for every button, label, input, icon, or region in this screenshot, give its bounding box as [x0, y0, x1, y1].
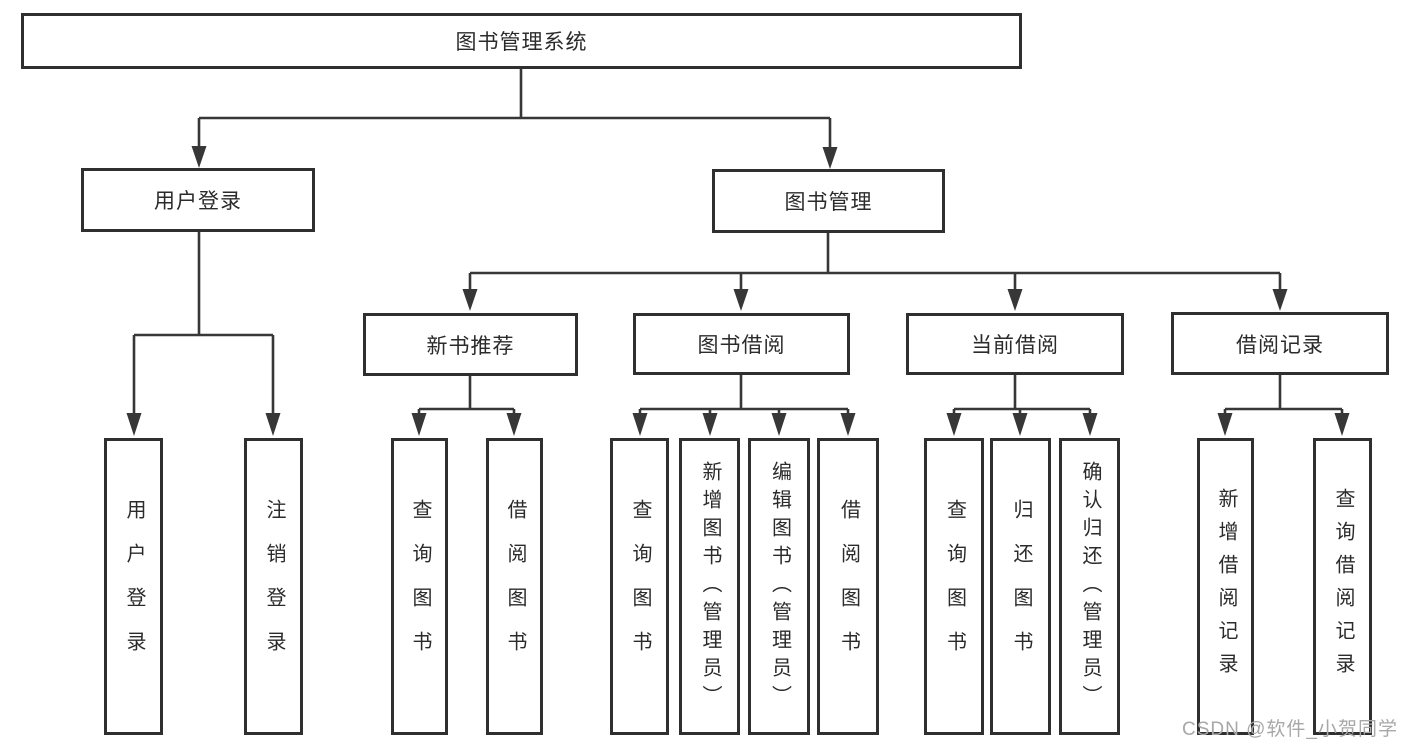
- node-leaf-query-book-1: 查询图书: [391, 438, 448, 735]
- arrowhead-icon: [840, 413, 856, 436]
- tree-edges: [126, 69, 1350, 436]
- arrowhead-icon: [265, 413, 281, 436]
- arrowhead-icon: [1012, 413, 1028, 436]
- node-label: 图书管理系统: [455, 31, 588, 54]
- node-leaf-edit-book-admin: 编辑图书（管理员）: [748, 438, 810, 735]
- arrowhead-icon: [191, 146, 207, 168]
- node-leaf-user-login: 用户登录: [104, 438, 163, 735]
- node-borrow-record: 借阅记录: [1171, 312, 1389, 375]
- node-label: 用户登录: [123, 498, 145, 675]
- node-label: 当前借阅: [971, 334, 1059, 357]
- node-label: 借阅图书: [837, 498, 860, 675]
- arrowhead-icon: [632, 413, 648, 436]
- node-current-borrow: 当前借阅: [906, 313, 1124, 375]
- node-leaf-confirm-return-admin: 确认归还（管理员）: [1059, 438, 1120, 735]
- arrowhead-icon: [1272, 289, 1288, 311]
- node-label: 归还图书: [1010, 498, 1032, 675]
- arrowhead-icon: [946, 413, 962, 436]
- node-book-borrow: 图书借阅: [633, 313, 850, 375]
- node-root-system: 图书管理系统: [21, 13, 1022, 69]
- node-leaf-borrow-book-1: 借阅图书: [486, 438, 543, 735]
- csdn-watermark: CSDN @软件_小贺同学: [1182, 719, 1398, 740]
- node-label: 新增图书（管理员）: [699, 460, 721, 713]
- node-label: 编辑图书（管理员）: [768, 460, 791, 713]
- arrowhead-icon: [462, 289, 478, 311]
- arrowhead-icon: [702, 413, 718, 436]
- node-new-book-recommend: 新书推荐: [363, 313, 578, 376]
- node-label: 查询图书: [943, 498, 966, 675]
- node-label: 查询借阅记录: [1332, 487, 1354, 686]
- node-leaf-query-borrow-record: 查询借阅记录: [1313, 438, 1372, 735]
- arrowhead-icon: [1334, 413, 1350, 436]
- arrowhead-icon: [506, 413, 522, 436]
- node-book-management: 图书管理: [712, 169, 945, 233]
- node-leaf-query-book-2: 查询图书: [610, 438, 669, 735]
- node-label: 查询图书: [409, 498, 431, 675]
- node-leaf-add-borrow-record: 新增借阅记录: [1197, 438, 1254, 735]
- node-leaf-return-book: 归还图书: [990, 438, 1051, 735]
- node-label: 新书推荐: [426, 334, 515, 358]
- arrowhead-icon: [1217, 413, 1233, 436]
- arrowhead-icon: [1007, 289, 1023, 311]
- arrowhead-icon: [411, 413, 427, 436]
- node-leaf-logout: 注销登录: [244, 438, 303, 735]
- node-label: 用户登录: [154, 190, 242, 213]
- node-leaf-add-book-admin: 新增图书（管理员）: [679, 438, 740, 735]
- node-label: 注销登录: [263, 498, 285, 675]
- arrowhead-icon: [1082, 413, 1098, 436]
- arrowhead-icon: [733, 289, 749, 311]
- node-leaf-borrow-book-2: 借阅图书: [817, 438, 879, 735]
- node-user-login: 用户登录: [81, 168, 315, 232]
- arrowhead-icon: [771, 413, 787, 436]
- node-label: 确认归还（管理员）: [1079, 460, 1101, 713]
- node-label: 查询图书: [629, 498, 651, 675]
- node-leaf-query-book-3: 查询图书: [924, 438, 984, 735]
- arrowhead-icon: [822, 147, 838, 169]
- node-label: 新增借阅记录: [1215, 487, 1237, 686]
- node-label: 图书管理: [784, 191, 873, 214]
- node-label: 图书借阅: [697, 334, 786, 357]
- arrowhead-icon: [126, 413, 142, 436]
- node-label: 借阅记录: [1236, 333, 1324, 357]
- node-label: 借阅图书: [504, 498, 526, 675]
